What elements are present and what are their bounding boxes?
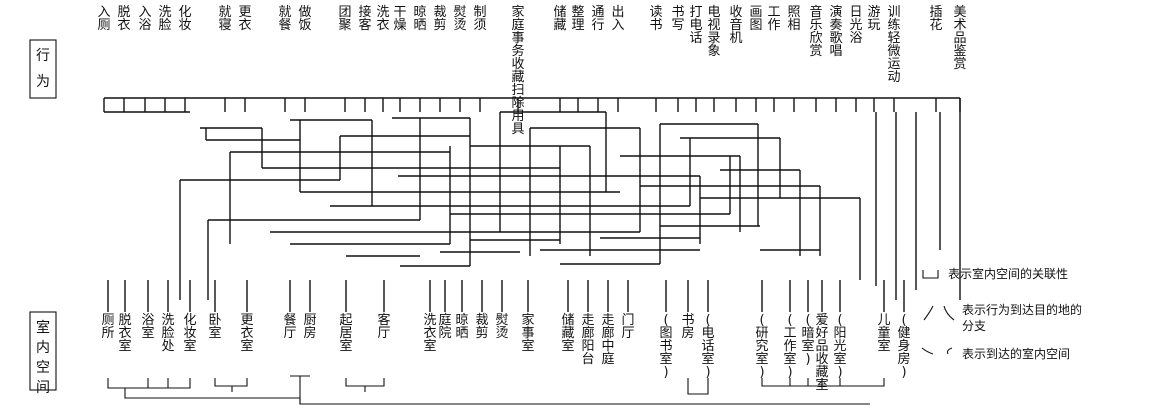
legend-arrive-glyph — [921, 347, 953, 355]
space-vanity: 化妆室 — [183, 313, 196, 354]
behavior-exercise: 训练轻微运动 — [887, 5, 900, 85]
behavior-dry: 干燥 — [393, 5, 406, 33]
behavior-tailor: 裁剪 — [433, 4, 446, 33]
behavior-play: 游玩 — [867, 5, 880, 33]
space-tailoring: 裁剪 — [475, 312, 488, 341]
space-washroom: 洗脸处 — [161, 313, 174, 354]
behavior-tidy: 整理 — [571, 5, 584, 33]
behavior-connectors — [103, 98, 961, 112]
behavior-side-chars: 行为 — [36, 48, 50, 90]
behavior-change: 更衣 — [238, 5, 251, 33]
space-phone: (电话室) — [701, 313, 714, 380]
behavior-dine: 就餐 — [278, 5, 291, 33]
space-toilet: 厕所 — [101, 313, 114, 341]
behavior-toilet: 入厕 — [97, 5, 110, 33]
behavior-write: 书写 — [671, 5, 684, 33]
behavior-gather: 团聚 — [338, 5, 351, 33]
space-courtyard: 庭院 — [438, 312, 451, 341]
behavior-perform: 演奏歌唱 — [829, 4, 842, 59]
space-kids: 儿童室 — [877, 313, 890, 354]
space-dressing-room: 脱衣室 — [118, 313, 131, 354]
behavior-photo: 照相 — [787, 5, 800, 33]
space-group-brackets — [107, 375, 885, 405]
behavior-pass: 通行 — [591, 5, 604, 33]
space-ironing: 熨烫 — [495, 313, 508, 341]
space-guest: 客厅 — [377, 312, 390, 341]
behavior-receive-guests: 接客 — [358, 4, 371, 33]
space-connectors — [107, 280, 905, 312]
behavior-music: 音乐欣赏 — [809, 4, 822, 59]
space-side-label — [29, 311, 57, 391]
space-dining: 餐厅 — [283, 312, 296, 341]
behavior-sun-dry: 晾晒 — [413, 4, 426, 33]
legend-association-text: 表示室内空间的关联性 — [948, 266, 1068, 281]
behavior-work: 工作 — [767, 5, 780, 33]
behavior-side-label — [29, 39, 57, 99]
space-drying: 晾晒 — [455, 312, 468, 341]
space-side-chars: 室内空间 — [36, 319, 50, 396]
behavior-cook: 做饭 — [298, 5, 311, 33]
behavior-store: 储藏 — [553, 5, 566, 33]
behavior-phone: 打电话 — [689, 5, 702, 46]
behavior-sunbathe: 日光浴 — [849, 5, 862, 46]
behavior-tv: 电视录象 — [707, 5, 720, 59]
behavior-flower: 插花 — [929, 5, 942, 33]
space-study: 书房 — [681, 313, 694, 341]
space-research: (研究室) — [755, 313, 768, 380]
behavior-art: 美术品鉴赏 — [953, 5, 966, 72]
space-library: (图书室) — [659, 313, 672, 380]
behavior-bathe: 入浴 — [138, 5, 151, 33]
behavior-must: 制须 — [473, 5, 486, 33]
space-gym: (健身房) — [897, 313, 910, 380]
space-laundry: 洗衣室 — [423, 313, 436, 354]
behavior-undress: 脱衣 — [117, 5, 130, 33]
behavior-enter-exit: 出入 — [611, 5, 624, 33]
legend-arrive-text: 表示到达的室内空间 — [962, 346, 1070, 361]
space-darkroom: (暗室) — [801, 313, 814, 367]
legend-branch-glyph — [923, 305, 955, 321]
legend-association-glyph — [922, 270, 939, 279]
space-kitchen: 厨房 — [303, 313, 316, 341]
space-hall: 门厅 — [621, 313, 634, 341]
space-bathroom: 浴室 — [141, 313, 154, 341]
space-bedroom: 卧室 — [208, 313, 221, 341]
behavior-makeup: 化妆 — [178, 5, 191, 33]
space-living: 起居室 — [339, 313, 352, 354]
behavior-sleep: 就寝 — [218, 5, 231, 33]
space-corridor-court: 走廊中庭 — [601, 313, 614, 367]
behavior-housework: 家庭事务收藏扫除用具 — [511, 4, 524, 137]
space-corridor-balcony: 走廊阳台 — [581, 313, 594, 367]
space-wardrobe: 更衣室 — [240, 313, 253, 354]
behavior-radio: 收音机 — [729, 5, 742, 46]
behavior-launder: 洗衣 — [376, 5, 389, 33]
behavior-iron: 熨烫 — [453, 5, 466, 33]
space-sunroom: (阳光室) — [833, 313, 846, 380]
behavior-wash-face: 洗脸 — [158, 5, 171, 33]
legend-branch-text: 表示行为到达目的地的分支 — [962, 302, 1082, 333]
behavior-read: 读书 — [649, 5, 662, 33]
space-workroom: (工作室) — [783, 313, 796, 380]
space-storage: 储藏室 — [561, 313, 574, 354]
behavior-draw: 画图 — [749, 5, 762, 33]
space-housework: 家事室 — [521, 312, 534, 354]
connection-network — [104, 97, 961, 300]
